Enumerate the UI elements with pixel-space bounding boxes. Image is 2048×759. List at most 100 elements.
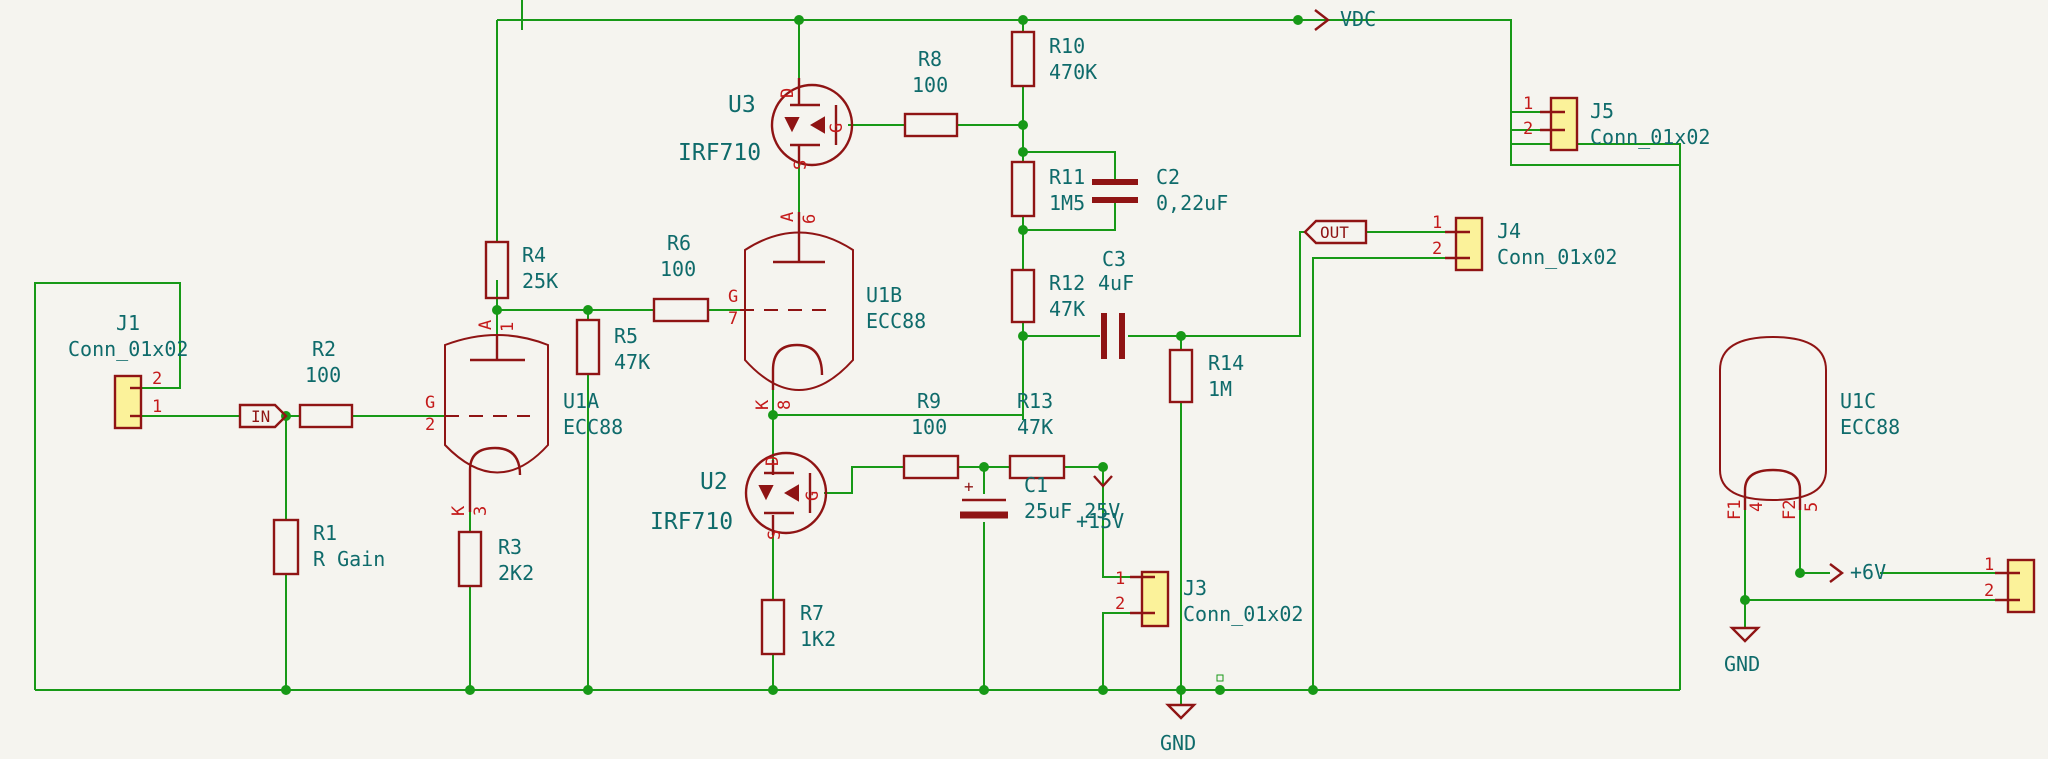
svg-text:S: S: [791, 160, 811, 170]
connector-j4[interactable]: 1 2 J4 Conn_01x02: [1432, 213, 1617, 272]
svg-text:A: A: [778, 212, 798, 222]
resistor-r11[interactable]: R11 1M5: [1010, 160, 1085, 218]
junctions: [281, 15, 1805, 695]
svg-text:R3: R3: [498, 535, 522, 559]
svg-text:U2: U2: [700, 469, 728, 495]
svg-text:C1: C1: [1024, 473, 1048, 497]
resistor-r10[interactable]: R10 470K: [1010, 30, 1097, 88]
wire-top-rail: [497, 19, 1681, 690]
tube-u1b[interactable]: G 7 A 6 K 8 U1B ECC88: [728, 212, 926, 410]
svg-text:IRF710: IRF710: [650, 509, 733, 535]
svg-text:J1: J1: [116, 311, 140, 335]
svg-text:Conn_01x02: Conn_01x02: [68, 337, 188, 361]
resistor-r5[interactable]: R5 47K: [575, 318, 650, 376]
svg-text:ECC88: ECC88: [1840, 415, 1900, 439]
tube-u1a[interactable]: G 2 A 1 K 3 U1A ECC88: [425, 320, 623, 516]
svg-text:6: 6: [800, 214, 820, 224]
svg-text:100: 100: [912, 73, 948, 97]
svg-text:1: 1: [1115, 569, 1125, 589]
svg-text:2: 2: [1432, 239, 1442, 259]
svg-text:R4: R4: [522, 243, 546, 267]
power-p6v[interactable]: +6V: [1829, 560, 1886, 584]
svg-text:7: 7: [728, 309, 738, 329]
svg-text:1: 1: [1984, 555, 1994, 575]
svg-text:1: 1: [1432, 213, 1442, 233]
wire-j4-pin2: [1312, 257, 1466, 690]
svg-text:47K: 47K: [1049, 297, 1085, 321]
svg-text:R6: R6: [667, 231, 691, 255]
ground-symbol-heater[interactable]: GND: [1724, 626, 1761, 676]
svg-text:1M: 1M: [1208, 377, 1232, 401]
svg-text:Conn_01x02: Conn_01x02: [1497, 245, 1617, 269]
svg-text:R Gain: R Gain: [313, 547, 385, 571]
capacitor-c2[interactable]: C2 0,22uF: [1092, 165, 1228, 215]
resistor-r9[interactable]: R9 100: [902, 389, 960, 480]
connector-heater[interactable]: 1 2: [1984, 555, 2036, 614]
svg-text:25uF 25V: 25uF 25V: [1024, 499, 1120, 523]
svg-text:47K: 47K: [614, 350, 650, 374]
svg-text:+15V: +15V: [1076, 509, 1124, 533]
capacitor-c1[interactable]: + C1 25uF 25V: [960, 473, 1120, 523]
svg-text:R5: R5: [614, 324, 638, 348]
svg-text:OUT: OUT: [1320, 223, 1349, 242]
svg-text:2: 2: [1984, 581, 1994, 601]
svg-text:G: G: [425, 393, 435, 413]
svg-text:A: A: [476, 320, 496, 330]
resistor-r14[interactable]: R14 1M: [1168, 348, 1244, 404]
resistor-r3[interactable]: R3 2K2: [457, 530, 534, 588]
svg-text:R12: R12: [1049, 271, 1085, 295]
resistor-r12[interactable]: R12 47K: [1010, 268, 1085, 324]
svg-text:C3: C3: [1102, 247, 1126, 271]
connector-j1[interactable]: 2 1 J1 Conn_01x02: [68, 311, 188, 430]
resistor-r7[interactable]: R7 1K2: [760, 598, 836, 656]
svg-text:4: 4: [1747, 502, 1767, 512]
ground-symbol-main[interactable]: GND: [1160, 703, 1197, 755]
svg-text:K: K: [449, 505, 469, 516]
mosfet-u3[interactable]: G D S U3 IRF710: [678, 78, 854, 170]
svg-text:G: G: [827, 123, 847, 133]
wire-j5-loop: [1510, 144, 1680, 166]
resistor-r4[interactable]: R4 25K: [484, 240, 558, 300]
svg-text:R10: R10: [1049, 34, 1085, 58]
svg-text:R9: R9: [917, 389, 941, 413]
svg-text:ECC88: ECC88: [866, 309, 926, 333]
connector-j3[interactable]: 1 2 J3 Conn_01x02: [1115, 569, 1303, 628]
svg-text:U3: U3: [728, 92, 756, 118]
svg-text:25K: 25K: [522, 269, 558, 293]
power-p15v[interactable]: +15V: [1076, 475, 1124, 533]
svg-text:R7: R7: [800, 601, 824, 625]
svg-text:100: 100: [660, 257, 696, 281]
mosfet-u2[interactable]: G D S U2 IRF710: [650, 451, 828, 540]
net-label-in[interactable]: IN: [238, 403, 288, 429]
resistor-r1[interactable]: R1 R Gain: [272, 518, 385, 576]
connector-j5[interactable]: 1 2 J5 Conn_01x02: [1523, 94, 1710, 152]
svg-text:G: G: [803, 491, 823, 501]
svg-text:2: 2: [152, 369, 162, 389]
svg-text:R14: R14: [1208, 351, 1244, 375]
svg-text:R1: R1: [313, 521, 337, 545]
svg-text:C2: C2: [1156, 165, 1180, 189]
no-connect-marker: [1216, 674, 1224, 682]
svg-text:G: G: [728, 287, 738, 307]
svg-text:2: 2: [425, 415, 435, 435]
svg-text:K: K: [753, 399, 773, 410]
svg-text:Conn_01x02: Conn_01x02: [1590, 125, 1710, 149]
capacitor-c3[interactable]: C3 4uF: [1098, 247, 1134, 359]
wire-c2: [1023, 151, 1116, 231]
resistor-r6[interactable]: R6 100: [652, 231, 710, 323]
wire-c3: [1023, 231, 1305, 337]
power-vdc[interactable]: VDC: [1314, 7, 1376, 31]
svg-text:3: 3: [471, 506, 491, 516]
resistor-r2[interactable]: R2 100: [298, 337, 354, 429]
svg-text:D: D: [763, 456, 783, 466]
svg-text:GND: GND: [1724, 652, 1760, 676]
resistor-r8[interactable]: R8 100: [903, 47, 959, 138]
tube-u1c-heater[interactable]: F1 4 F2 5 U1C ECC88: [1719, 335, 1900, 520]
net-label-out[interactable]: OUT: [1303, 219, 1368, 245]
svg-text:1: 1: [152, 397, 162, 417]
svg-text:1M5: 1M5: [1049, 191, 1085, 215]
svg-text:F1: F1: [1725, 500, 1745, 520]
resistor-r13[interactable]: R13 47K: [1008, 389, 1066, 480]
svg-text:5: 5: [1802, 502, 1822, 512]
